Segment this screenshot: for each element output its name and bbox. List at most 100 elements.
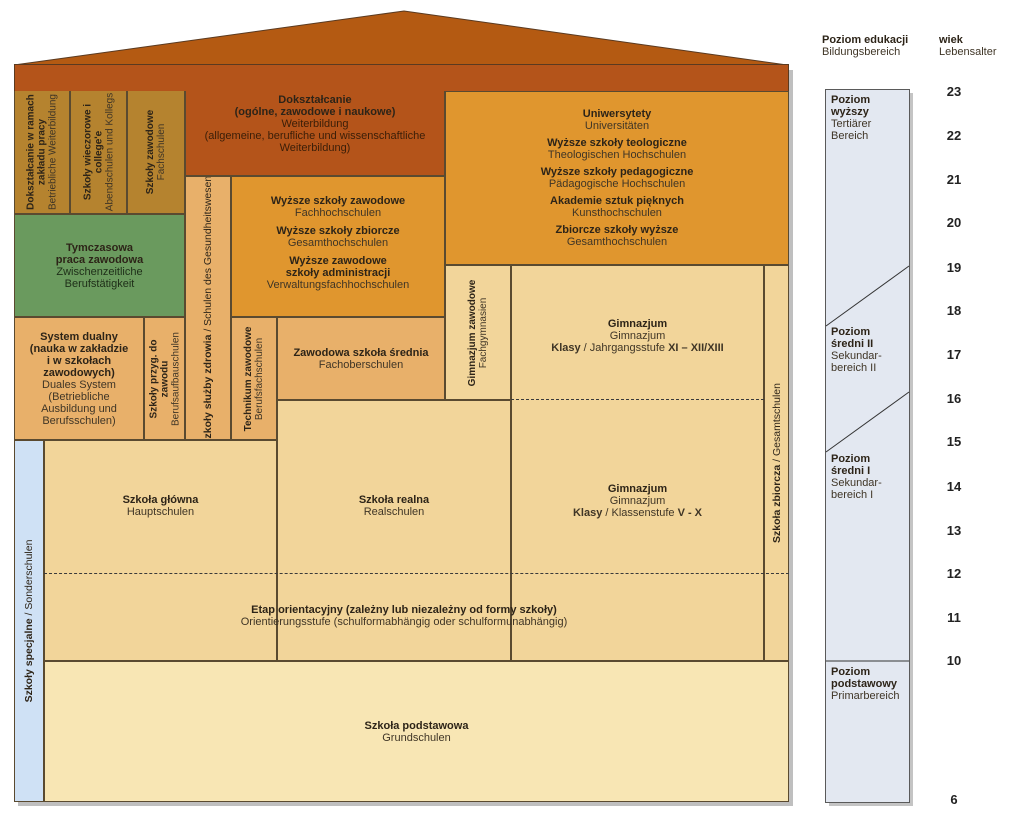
block-szkoly-specjalne: Szkoły specjalne / Sonderschulen — [14, 440, 44, 802]
dokszt-zaklad-title: Dokształcanie w ramach zakładu pracy — [25, 94, 48, 210]
gimn-upper-klasy-label: Klasy — [551, 342, 581, 354]
gimn-upper-subtitle: Gimnazjum — [609, 330, 666, 342]
level-2-subtitle: Sekundar- bereich I — [831, 477, 882, 501]
level-header: Poziom edukacji Bildungsbereich — [822, 34, 908, 58]
gimn-zawodowe-title: Gimnazjum zawodowe — [467, 279, 478, 386]
szkola-realna-title: Szkoła realna — [358, 494, 430, 506]
block-gimnazjum — [511, 265, 764, 661]
level-dividers — [825, 265, 910, 662]
szkola-zbiorcza-subtitle: / Gesamtschulen — [770, 383, 783, 465]
system-dualny-subtitle: Duales System (Betriebliche Ausbildung u… — [41, 378, 117, 427]
podstawowa-subtitle: Grundschulen — [382, 731, 451, 744]
szkola-glowna-text: Szkoła główna Hauptschulen — [44, 494, 277, 518]
age-19: 19 — [946, 260, 962, 275]
level-primary: Poziom podstawowy Primarbereich — [831, 666, 899, 702]
wz-item-0-subtitle: Fachhochschulen — [294, 207, 382, 219]
level-3-title: Poziom podstawowy — [831, 666, 898, 690]
szkoly-specjalne-label: Szkoły specjalne / Sonderschulen — [23, 540, 35, 703]
age-18: 18 — [946, 303, 962, 318]
wz-item-2-title: Wyższe zawodowe szkoły administracji — [285, 255, 391, 279]
etap-subtitle: Orientierungsstufe (schulformabhängig od… — [240, 616, 568, 628]
uni-item-0-subtitle: Universitäten — [584, 120, 650, 132]
szkoly-zawodowe-fach-title: Szkoły zawodowe — [145, 109, 156, 195]
block-sluzby-zdrowia: Szkoły służby zdrowia / Schulen des Gesu… — [185, 176, 231, 440]
block-szkoly-przyg: Szkoły przyg. do zawodu Berufsaufbauschu… — [144, 317, 185, 440]
uni-item-4-title: Zbiorcze szkoły wyższe — [555, 224, 679, 236]
level-secondary-2: Poziom średni II Sekundar- bereich II — [831, 326, 882, 374]
block-dokszt-zaklad: Dokształcanie w ramach zakładu pracy Bet… — [14, 90, 70, 214]
age-10: 10 — [946, 653, 962, 668]
szkola-glowna-title: Szkoła główna — [122, 494, 199, 506]
top-band — [14, 64, 789, 91]
uni-item-0: Uniwersytety Universitäten — [583, 108, 651, 132]
age-16: 16 — [946, 391, 962, 406]
uni-item-0-title: Uniwersytety — [582, 108, 652, 120]
block-gimn-zawodowe: Gimnazjum zawodowe Fachgymnasien — [445, 265, 511, 400]
uni-item-4: Zbiorcze szkoły wyższe Gesamthochschulen — [556, 224, 679, 248]
sluzby-zdrowia-label: Szkoły służby zdrowia / Schulen des Gesu… — [202, 177, 214, 440]
block-szkoly-zawodowe-fach: Szkoły zawodowe Fachschulen — [127, 90, 185, 214]
level-header-title: Poziom edukacji — [822, 34, 909, 46]
block-szkola-realna — [277, 400, 511, 661]
block-szkola-glowna — [44, 440, 277, 661]
age-12: 12 — [946, 566, 962, 581]
wz-item-0: Wyższe szkoły zawodowe Fachhochschulen — [271, 195, 405, 219]
podstawowa-title: Szkoła podstawowa — [364, 719, 469, 732]
level-2-title: Poziom średni I — [831, 453, 871, 477]
level-tertiary: Poziom wyższy Tertiärer Bereich — [831, 94, 871, 142]
gimn-lower-klasy: Klasy / Klassenstufe V - X — [511, 507, 764, 519]
szkoly-zawodowe-fach-subtitle: Fachschulen — [156, 123, 167, 181]
szkola-zbiorcza-title: Szkoła zbiorcza — [770, 464, 783, 543]
sluzby-zdrowia-title: Szkoły służby zdrowia — [202, 334, 214, 440]
block-szkola-zbiorcza: Szkoła zbiorcza / Gesamtschulen — [764, 265, 789, 661]
etap-text: Etap orientacyjny (zależny lub niezależn… — [44, 604, 764, 628]
szkoly-przyg-title: Szkoły przyg. do zawodu — [148, 339, 170, 418]
szkoly-wieczorowe-title: Szkoły wieczorowe i college'e — [82, 103, 104, 201]
house-shadow-bottom — [18, 802, 793, 806]
zawodowa-srednia-title: Zawodowa szkoła średnia — [293, 346, 429, 359]
block-podstawowa: Szkoła podstawowa Grundschulen — [44, 661, 789, 802]
uni-item-3-subtitle: Kunsthochschulen — [572, 207, 662, 219]
level-1-title: Poziom średni II — [831, 326, 874, 350]
uni-item-1-subtitle: Theologischen Hochschulen — [547, 149, 687, 161]
dokszt-zaklad-subtitle: Betriebliche Weiterbildung — [47, 94, 59, 210]
gimn-upper-klasy-range: XI – XII/XIII — [668, 342, 724, 354]
wz-item-1-subtitle: Gesamthochschulen — [287, 237, 389, 249]
system-dualny-title: System dualny (nauka w zakładzie i w szk… — [29, 330, 129, 379]
gimn-zawodowe-subtitle: Fachgymnasien — [478, 297, 489, 368]
uni-item-1: Wyższe szkoły teologiczne Theologischen … — [547, 137, 687, 161]
block-zawodowa-srednia: Zawodowa szkoła średnia Fachoberschulen — [277, 317, 445, 400]
uni-item-1-title: Wyższe szkoły teologiczne — [547, 137, 687, 149]
gimn-lower-title: Gimnazjum — [607, 483, 668, 495]
gimn-lower-subtitle: Gimnazjum — [609, 495, 666, 507]
house-shadow-right — [789, 70, 793, 806]
dokszt-main-subtitle: Weiterbildung (allgemeine, berufliche un… — [204, 118, 426, 154]
wz-item-0-title: Wyższe szkoły zawodowe — [270, 195, 406, 207]
age-17: 17 — [946, 347, 962, 362]
gimn-lower-klasy-label: Klasy — [572, 507, 603, 519]
etap-title: Etap orientacyjny (zależny lub niezależn… — [251, 604, 557, 616]
dokszt-main-title: Dokształcanie (ogólne, zawodowe i naukow… — [234, 94, 396, 118]
technikum-title: Technikum zawodowe — [243, 326, 254, 431]
level-0-subtitle: Tertiärer Bereich — [831, 118, 872, 142]
szkoly-specjalne-title: Szkoły specjalne — [23, 618, 35, 703]
age-6: 6 — [950, 792, 958, 807]
age-header-title: wiek — [939, 34, 963, 46]
uni-item-4-subtitle: Gesamthochschulen — [566, 236, 668, 248]
uni-item-3-title: Akademie sztuk pięknych — [550, 195, 684, 207]
uni-item-3: Akademie sztuk pięknych Kunsthochschulen — [550, 195, 684, 219]
age-14: 14 — [946, 479, 962, 494]
block-dokszt-main: Dokształcanie (ogólne, zawodowe i naukow… — [185, 90, 445, 176]
tymczasowa-title: Tymczasowa praca zawodowa — [55, 241, 144, 266]
gimn-upper-klasy: Klasy / Jahrgangsstufe XI – XII/XIII — [511, 342, 764, 354]
level-bar — [825, 89, 910, 803]
szkola-zbiorcza-label: Szkoła zbiorcza / Gesamtschulen — [771, 383, 783, 543]
block-szkoly-wieczorowe: Szkoły wieczorowe i college'e Abendschul… — [70, 90, 127, 214]
dashed-line-upper — [511, 399, 764, 400]
age-20: 20 — [946, 215, 962, 230]
age-23: 23 — [946, 84, 962, 99]
level-1-subtitle: Sekundar- bereich II — [831, 350, 882, 374]
gimn-lower-klasy-range: V - X — [677, 507, 703, 519]
block-uniwersytety: Uniwersytety Universitäten Wyższe szkoły… — [445, 91, 789, 265]
